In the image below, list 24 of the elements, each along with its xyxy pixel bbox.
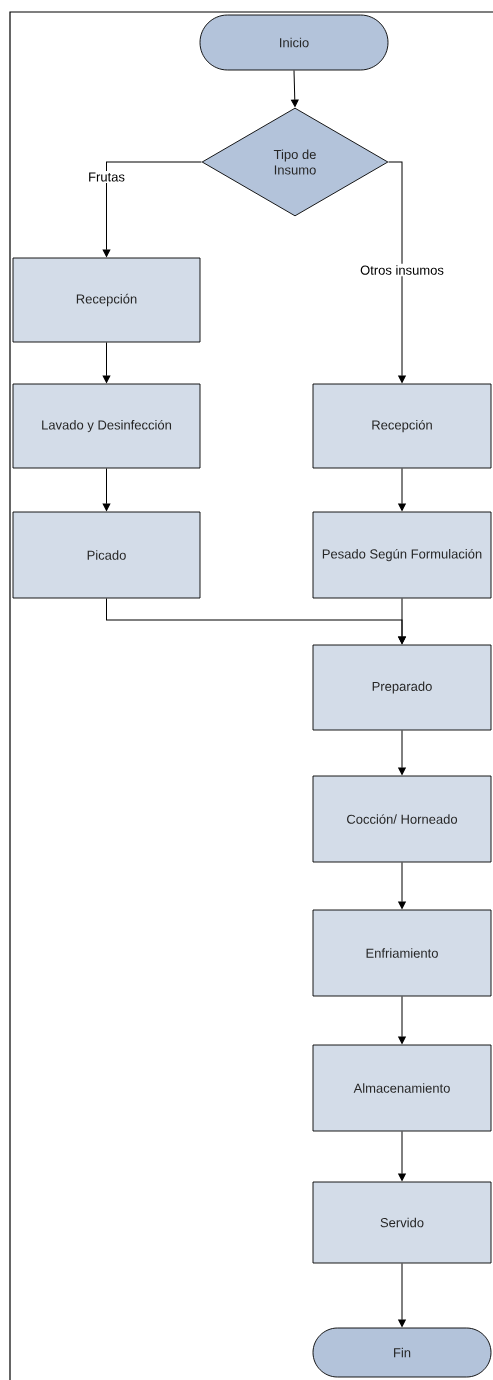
arrow [398, 1130, 406, 1181]
process-box: Preparado [312, 644, 492, 731]
arrow [398, 995, 406, 1044]
arrow [102, 161, 203, 257]
arrow [398, 1262, 406, 1327]
arrow [398, 467, 406, 511]
arrow [398, 861, 406, 909]
edge-label: Frutas [86, 170, 127, 184]
process-box: Almacenamiento [312, 1044, 492, 1132]
edge-label: Otros insumos [358, 263, 446, 277]
process-box: Picado [12, 511, 201, 599]
process-box: Pesado Según Formulación [312, 511, 492, 599]
process-box: Servido [312, 1181, 492, 1264]
arrow [398, 729, 406, 775]
arrow [102, 467, 111, 511]
process-box: Recepción [12, 257, 201, 343]
arrow [387, 161, 406, 383]
process-box: Recepción [312, 383, 492, 469]
process-box: Enfriamiento [312, 909, 492, 997]
arrow [398, 597, 406, 644]
arrow [291, 69, 299, 107]
process-box: Lavado y Desinfección [12, 383, 201, 469]
arrow [102, 341, 111, 383]
process-box: Cocción/ Horneado [312, 775, 492, 863]
